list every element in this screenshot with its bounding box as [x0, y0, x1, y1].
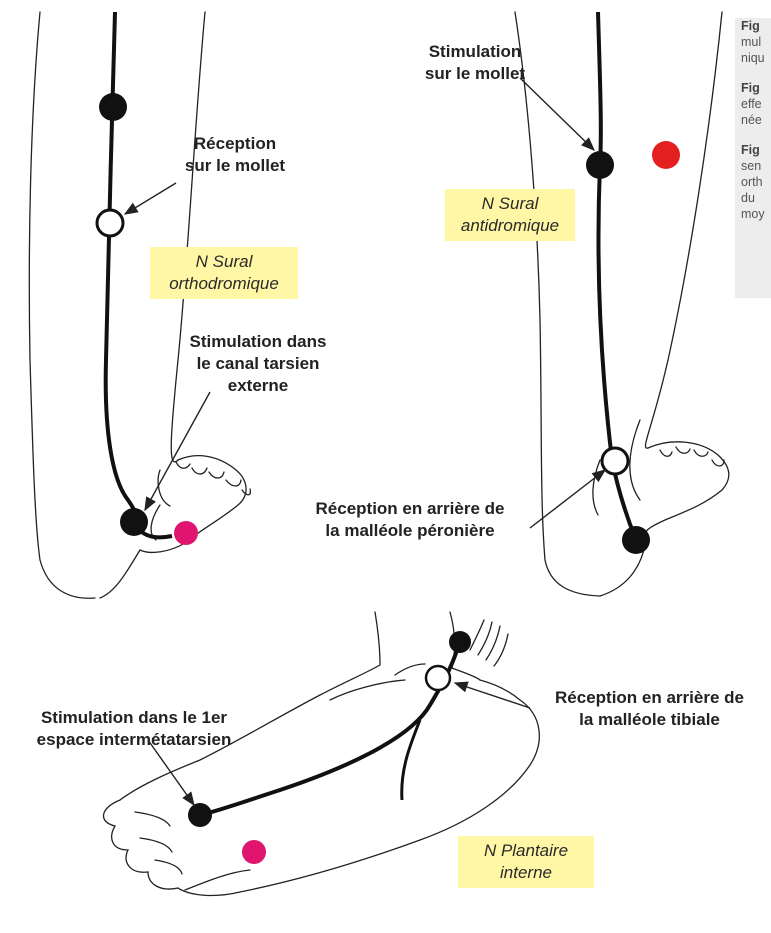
- label-line: Réception: [160, 133, 310, 155]
- panel1-electrode-stimulation: [120, 508, 148, 536]
- caption-line: effe: [741, 96, 771, 112]
- panel3-nerve-name: N Plantaire interne: [458, 836, 594, 888]
- panel3-electrode-reception: [426, 666, 450, 690]
- panel1-arrow-reception: [125, 183, 176, 214]
- caption-line: née: [741, 112, 771, 128]
- panel2-nerve-name: N Sural antidromique: [445, 189, 575, 241]
- panel1-electrode-upper: [99, 93, 127, 121]
- panel1-ground-electrode: [174, 521, 198, 545]
- label-line: le canal tarsien: [178, 353, 338, 375]
- label-line: Réception en arrière de: [290, 498, 530, 520]
- caption-fig-ref: Fig: [741, 18, 771, 34]
- nerve-name-line: orthodromique: [156, 273, 292, 295]
- label-line: sur le mollet: [160, 155, 310, 177]
- caption-paragraph-1: Fig mul niqu: [735, 18, 771, 66]
- caption-line: niqu: [741, 50, 771, 66]
- label-line: Réception en arrière de: [528, 687, 771, 709]
- label-line: espace intermétatarsien: [6, 729, 262, 751]
- panel2-electrode-reception: [602, 448, 628, 474]
- label-line: Stimulation dans: [178, 331, 338, 353]
- panel1-electrode-reception: [97, 210, 123, 236]
- label-line: externe: [178, 375, 338, 397]
- panel1-reception-label: Réception sur le mollet: [160, 133, 310, 177]
- nerve-name-line: N Sural: [451, 193, 569, 215]
- panel2-arrow-stimulation: [520, 78, 594, 150]
- panel1-stimulation-label: Stimulation dans le canal tarsien extern…: [178, 331, 338, 397]
- nerve-name-line: interne: [464, 862, 588, 884]
- panel2-reception-label: Réception en arrière de la malléole péro…: [290, 498, 530, 542]
- panel1-arrow-stimulation: [145, 392, 210, 510]
- caption-line: orth: [741, 174, 771, 190]
- nerve-name-line: antidromique: [451, 215, 569, 237]
- label-line: Stimulation dans le 1er: [6, 707, 262, 729]
- label-line: Stimulation: [400, 41, 550, 63]
- panel3-stimulation-label: Stimulation dans le 1er espace interméta…: [6, 707, 262, 751]
- caption-paragraph-2: Fig effe née: [735, 80, 771, 128]
- panel1-nerve-name: N Sural orthodromique: [150, 247, 298, 299]
- label-line: la malléole tibiale: [528, 709, 771, 731]
- nerve-name-line: N Plantaire: [464, 840, 588, 862]
- label-line: sur le mollet: [400, 63, 550, 85]
- label-line: la malléole péronière: [290, 520, 530, 542]
- panel3-arrow-reception: [455, 683, 530, 708]
- caption-line: sen: [741, 158, 771, 174]
- caption-fig-ref: Fig: [741, 142, 771, 158]
- caption-fig-ref: Fig: [741, 80, 771, 96]
- panel2-electrode-stimulation: [586, 151, 614, 179]
- caption-paragraph-3: Fig sen orth du moy: [735, 142, 771, 222]
- panel3-electrode-upper: [449, 631, 471, 653]
- panel2-electrode-lower: [622, 526, 650, 554]
- caption-line: du: [741, 190, 771, 206]
- panel3-electrode-stimulation: [188, 803, 212, 827]
- panel3-ground-electrode: [242, 840, 266, 864]
- panel3-reception-label: Réception en arrière de la malléole tibi…: [528, 687, 771, 731]
- panel2-ground-electrode: [652, 141, 680, 169]
- figure-caption-panel: Fig mul niqu Fig effe née Fig sen orth d…: [735, 18, 771, 298]
- caption-line: moy: [741, 206, 771, 222]
- nerve-name-line: N Sural: [156, 251, 292, 273]
- panel2-stimulation-label: Stimulation sur le mollet: [400, 41, 550, 85]
- caption-line: mul: [741, 34, 771, 50]
- panel2-leg-outline: [515, 12, 729, 596]
